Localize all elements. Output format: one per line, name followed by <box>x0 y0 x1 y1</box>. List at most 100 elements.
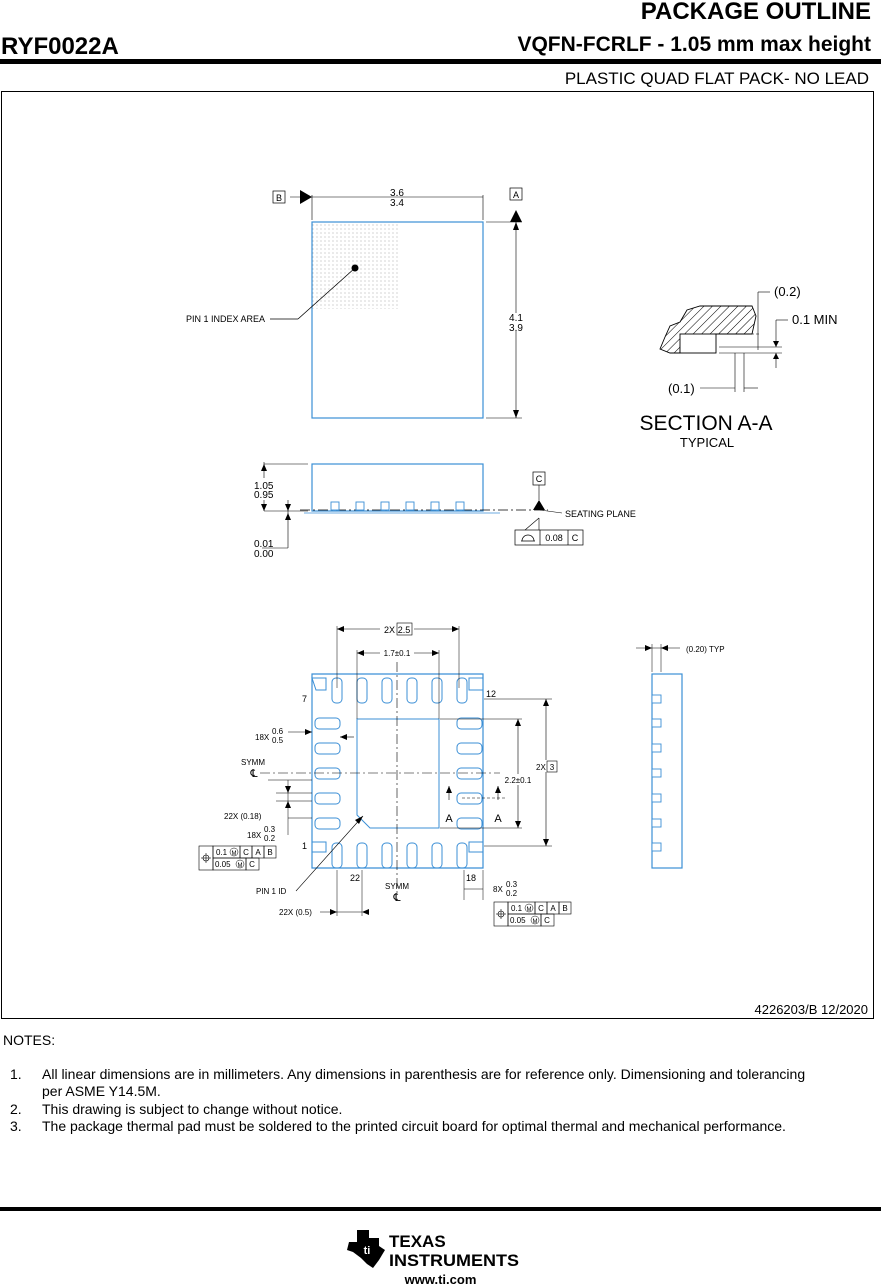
flatness-value: 0.08 <box>545 533 563 543</box>
lead-width-count: 18X <box>247 831 262 840</box>
logo-line-1: TEXAS <box>389 1232 446 1251</box>
note-text: This drawing is subject to change withou… <box>42 1101 343 1117</box>
fcf-right-datum3: B <box>562 904 567 913</box>
package-drawing: PIN 1 INDEX AREA B 3.6 3.4 A 4.1 3.9 <box>186 187 838 927</box>
side-height-min: 0.95 <box>254 490 274 501</box>
flatness-frame <box>514 529 584 546</box>
lead-length-max: 0.6 <box>272 727 284 736</box>
standoff-min: 0.00 <box>254 549 274 560</box>
lead-width-max: 0.3 <box>264 825 276 834</box>
fcf-right-datum4: C <box>544 916 550 925</box>
section-a-a: (0.2) 0.1 MIN (0.1) SECTION A-A TYPICAL <box>639 284 837 450</box>
fcf-left-mod2: M <box>238 863 243 869</box>
pin-12: 12 <box>486 689 496 699</box>
note-number: 3. <box>10 1118 22 1134</box>
width-min: 3.4 <box>390 198 404 209</box>
flatness-datum: C <box>572 533 579 543</box>
datum-c-label: C <box>536 474 543 484</box>
section-min-label: 0.1 MIN <box>792 312 838 327</box>
fcf-left-datum1: C <box>243 848 249 857</box>
pin-22: 22 <box>350 873 360 883</box>
lead-length-count: 18X <box>255 733 270 742</box>
logo-line-2: INSTRUMENTS <box>389 1251 519 1270</box>
row-pitch-count: 2X <box>536 763 546 772</box>
bottom-top-leads <box>331 677 468 704</box>
pitch-count: 2X <box>384 625 395 635</box>
flatness-icon <box>521 534 535 542</box>
top-view: PIN 1 INDEX AREA B 3.6 3.4 A 4.1 3.9 <box>186 187 527 419</box>
fcf-right-tol2: 0.05 <box>510 916 526 925</box>
thermal-pad <box>356 718 440 829</box>
fcf-left-tol1: 0.1 <box>216 848 228 857</box>
section-ref-left: (0.1) <box>668 381 695 396</box>
notes-title: NOTES: <box>3 1032 56 1048</box>
fcf-right-mod2: M <box>533 919 538 925</box>
document-number: 4226203/B 12/2020 <box>754 1002 869 1017</box>
bottom-view-body <box>311 673 484 869</box>
symm-label-bottom: SYMM <box>385 882 409 891</box>
header-rule <box>0 59 881 64</box>
svg-text:ti: ti <box>364 1245 371 1257</box>
note-3: 3. The package thermal pad must be solder… <box>10 1118 786 1134</box>
fcf-right-mod1: M <box>527 907 532 913</box>
side-view-leads <box>330 501 465 511</box>
symm-label-left: SYMM <box>241 758 265 767</box>
section-title: SECTION A-A <box>639 412 772 435</box>
package-description: PLASTIC QUAD FLAT PACK- NO LEAD <box>564 69 869 88</box>
width-max: 3.6 <box>390 188 404 199</box>
top-view-body <box>311 221 484 419</box>
pin-1: 1 <box>302 841 307 851</box>
datum-a-label: A <box>513 190 519 200</box>
note-text: All linear dimensions are in millimeters… <box>42 1066 806 1082</box>
section-marker-a-left: A <box>445 813 453 825</box>
fcf-left-datum3: B <box>267 848 272 857</box>
section-marker-a-right: A <box>494 813 502 825</box>
fcf-left-datum2: A <box>255 848 261 857</box>
fcf-right-datum2: A <box>550 904 556 913</box>
height-min: 3.9 <box>509 323 523 334</box>
bottom-right-leads <box>456 717 483 830</box>
fcf-left-tol2: 0.05 <box>215 860 231 869</box>
bottom-bottom-leads <box>331 842 468 869</box>
centerline-symbol-bottom: ℄ <box>392 892 400 904</box>
footer-rule <box>0 1207 881 1211</box>
part-number: RYF0022A <box>1 33 119 60</box>
lead-width-min: 0.2 <box>264 834 276 843</box>
pin-18: 18 <box>466 873 476 883</box>
package-outline-title: PACKAGE OUTLINE <box>640 0 871 25</box>
note-text: per ASME Y14.5M. <box>42 1083 161 1099</box>
pad-height: 2.2±0.1 <box>505 776 532 785</box>
package-subtitle: VQFN-FCRLF - 1.05 mm max height <box>517 33 871 56</box>
side-view: 1.05 0.95 0.01 0.00 C SEATING PLANE 0.08… <box>254 462 636 560</box>
datum-a-triangle <box>510 210 522 222</box>
corner-count: 8X <box>493 885 503 894</box>
datum-b-triangle <box>300 190 312 204</box>
fcf-right-datum1: C <box>538 904 544 913</box>
side-view-right-leads <box>651 694 662 852</box>
height-max: 4.1 <box>509 313 523 324</box>
side-view-body <box>311 463 484 512</box>
feature-control-frame-right: 0.1 M C A B 0.05 M C <box>493 901 572 927</box>
fcf-right-tol1: 0.1 <box>511 904 523 913</box>
datum-b-label: B <box>276 193 282 203</box>
corner-min: 0.2 <box>506 889 518 898</box>
note-2: 2. This drawing is subject to change with… <box>10 1101 342 1117</box>
corner-max: 0.3 <box>506 880 518 889</box>
ti-url: www.ti.com <box>404 1272 477 1287</box>
lead-length-min: 0.5 <box>272 736 284 745</box>
fcf-left-datum4: C <box>249 860 255 869</box>
pad-width: 1.7±0.1 <box>384 649 411 658</box>
note-text: The package thermal pad must be soldered… <box>42 1118 786 1134</box>
lead-pitch-ref: 22X (0.5) <box>279 908 312 917</box>
datum-c-triangle <box>533 500 545 510</box>
fcf-left-mod1: M <box>232 851 237 857</box>
ti-logo: ti TEXAS INSTRUMENTS <box>347 1230 519 1270</box>
row-pitch-value: 3 <box>550 763 555 772</box>
feature-control-frame-left: 0.1 M C A B 0.05 M C <box>198 845 277 871</box>
centerline-symbol-left: ℄ <box>249 768 257 780</box>
seating-plane-label: SEATING PLANE <box>565 509 636 519</box>
note-number: 2. <box>10 1101 22 1117</box>
note-1: 1. All linear dimensions are in millimete… <box>10 1066 805 1082</box>
texas-shape-icon <box>347 1230 385 1268</box>
note-number: 1. <box>10 1066 22 1082</box>
